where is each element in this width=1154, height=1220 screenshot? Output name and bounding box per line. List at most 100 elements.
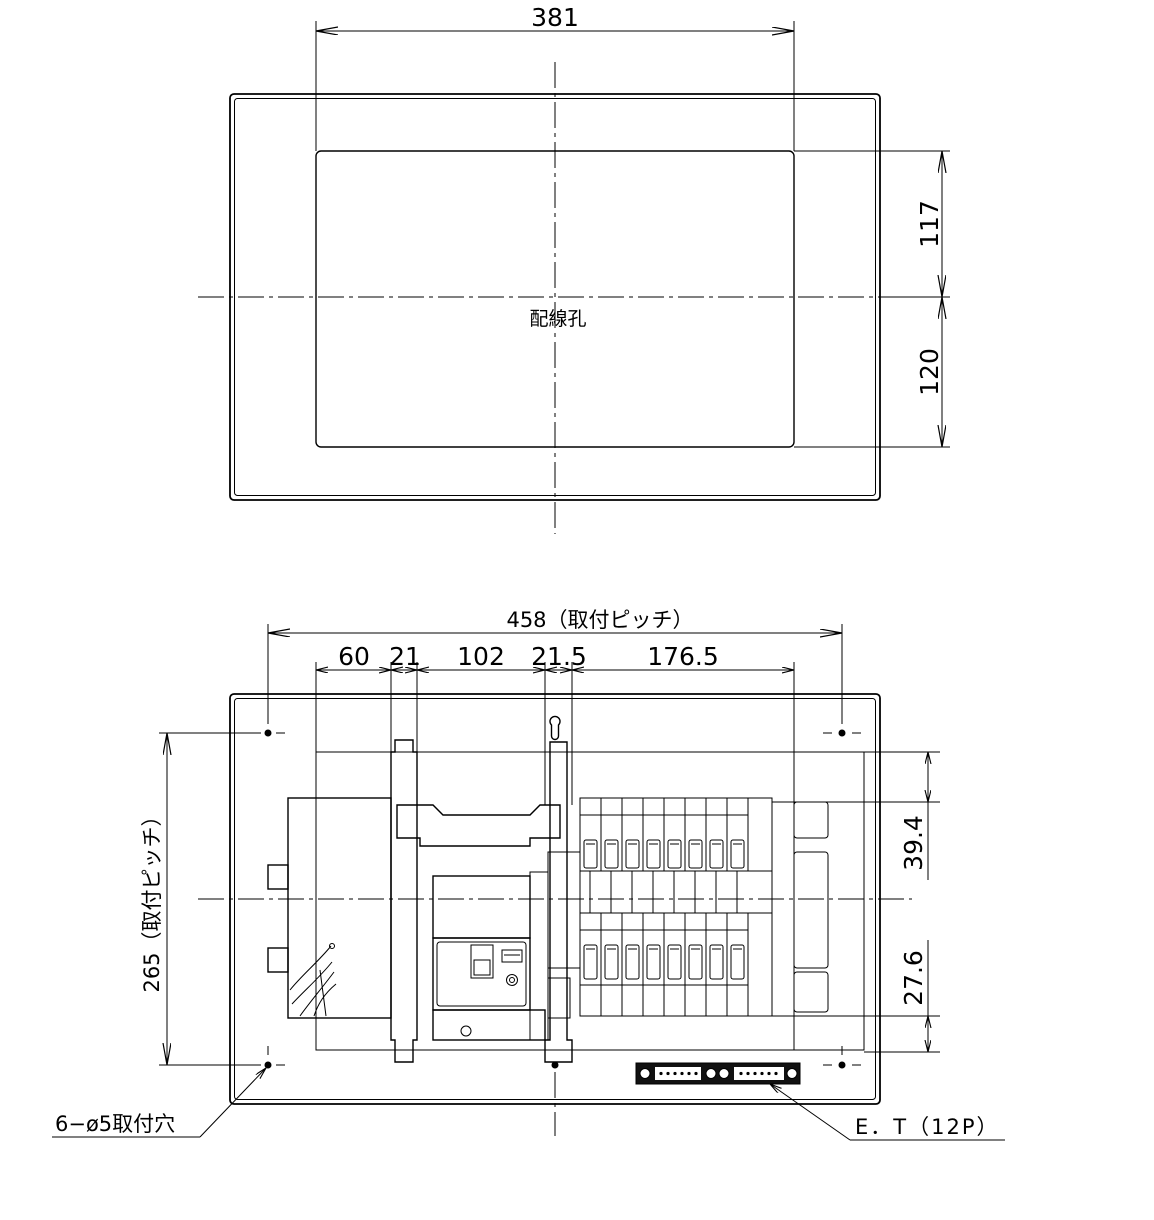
branch-breaker xyxy=(684,912,707,1017)
mounting-hole xyxy=(264,1061,272,1069)
terminal-pin xyxy=(760,1071,764,1076)
terminal-pin xyxy=(739,1071,743,1076)
branch-breaker xyxy=(642,797,665,872)
connector-block-upper xyxy=(547,851,581,969)
leakage-breaker xyxy=(396,804,581,1041)
lower-height-label: 120 xyxy=(915,348,944,396)
lever-slot xyxy=(501,949,523,963)
center-din-rail xyxy=(544,715,573,1063)
bottom-enclosure-inner xyxy=(234,698,876,1100)
mount-pitch-height-dimension: 265（取付ピッチ） xyxy=(140,732,261,1066)
terminal-screw xyxy=(718,1068,730,1079)
main-breaker-tab-upper xyxy=(267,864,289,890)
top-view: 381 117 120 配線孔 xyxy=(198,3,950,534)
terminal-screw xyxy=(639,1068,651,1079)
terminal-pin xyxy=(673,1071,677,1076)
neutral-block-lower xyxy=(747,912,773,1017)
test-module-inner xyxy=(436,941,527,1007)
terminal-callout: E．T（12P） xyxy=(770,1084,1005,1141)
branch-breaker xyxy=(642,912,665,1017)
callout-leader xyxy=(770,1084,851,1141)
upper-height-label: 117 xyxy=(915,200,944,248)
terminal-pin xyxy=(659,1071,663,1076)
branch-breaker xyxy=(621,797,644,872)
branch-breaker xyxy=(579,797,602,872)
branch-breaker xyxy=(726,912,749,1017)
test-module xyxy=(432,937,531,1011)
terminal-label: E．T（12P） xyxy=(855,1115,999,1139)
wiring-hole-label: 配線孔 xyxy=(529,308,586,330)
test-button-inner xyxy=(509,977,515,983)
right-bracket-bottom xyxy=(793,971,829,1013)
test-button-outer xyxy=(506,974,518,986)
terminal-pin xyxy=(753,1071,757,1076)
right-bracket-top xyxy=(793,801,829,839)
bottom-offset-dimension: 27.6 xyxy=(772,940,940,1053)
top-offset-label: 39.4 xyxy=(899,815,928,871)
mounting-hole xyxy=(838,729,846,737)
connector-block-lower xyxy=(547,977,571,1019)
neutral-block-upper xyxy=(747,797,773,872)
branch-breaker xyxy=(579,912,602,1017)
mount-pitch-width-label: 458（取付ピッチ） xyxy=(506,608,693,632)
top-offset-dimension: 39.4 xyxy=(572,751,940,880)
mounting-hole xyxy=(551,1061,559,1069)
cable-bundle xyxy=(289,945,337,1017)
earth-terminal-block xyxy=(635,1062,801,1085)
branch-breaker xyxy=(726,797,749,872)
terminal-screw xyxy=(786,1068,798,1079)
breaker-base-bracket xyxy=(432,1009,546,1041)
breaker-top-bar xyxy=(396,804,561,847)
main-breaker xyxy=(267,797,392,1019)
terminal-pin xyxy=(774,1071,778,1076)
mounting-hole xyxy=(264,729,272,737)
callout-leader xyxy=(199,1068,266,1138)
segment-label: 21.5 xyxy=(531,642,587,671)
segment-label: 102 xyxy=(457,642,505,671)
main-breaker-body xyxy=(287,797,392,1019)
indicator-button xyxy=(473,959,491,976)
branch-breaker xyxy=(684,797,707,872)
branch-breaker xyxy=(621,912,644,1017)
indicator-window xyxy=(470,944,494,979)
busbar-links xyxy=(589,871,738,913)
terminal-pin xyxy=(666,1071,670,1076)
mount-pitch-width-dimension: 458（取付ピッチ） xyxy=(267,608,843,724)
breaker-upper-block xyxy=(432,875,531,939)
bottom-offset-label: 27.6 xyxy=(899,950,928,1006)
bottom-view: 458（取付ピッチ） 60 21 102 21.5 176.5 26 xyxy=(52,608,1005,1141)
branch-breaker-row-lower xyxy=(579,912,773,1017)
mounting-holes xyxy=(264,714,861,1069)
branch-breaker xyxy=(705,912,728,1017)
cable-clamp xyxy=(329,943,335,949)
branch-breaker xyxy=(663,797,686,872)
mount-pitch-height-label: 265（取付ピッチ） xyxy=(140,805,164,992)
height-dimensions: 117 120 xyxy=(794,150,950,448)
width-dim-label: 381 xyxy=(531,3,579,32)
mounting-hole xyxy=(838,1061,846,1069)
busbar-area xyxy=(579,870,773,914)
terminal-pin xyxy=(680,1071,684,1076)
terminal-pin xyxy=(687,1071,691,1076)
main-breaker-tab-lower xyxy=(267,947,289,973)
branch-breaker xyxy=(600,912,623,1017)
mounting-hole-callout: 6−ø5取付穴 xyxy=(52,1068,266,1138)
keyhole xyxy=(549,715,561,741)
segment-label: 60 xyxy=(338,642,370,671)
terminal-pin xyxy=(767,1071,771,1076)
terminal-pin xyxy=(694,1071,698,1076)
segment-dimensions: 60 21 102 21.5 176.5 xyxy=(315,642,795,805)
branch-breaker xyxy=(705,797,728,872)
terminal-strip-left xyxy=(655,1067,701,1080)
terminal-pin xyxy=(746,1071,750,1076)
branch-breaker xyxy=(663,912,686,1017)
terminal-pins xyxy=(659,1071,778,1076)
center-rail-outline xyxy=(544,741,573,1063)
segment-label: 176.5 xyxy=(647,642,719,671)
branch-breaker-row-upper xyxy=(579,797,773,872)
terminal-screw xyxy=(705,1068,717,1079)
width-dimension: 381 xyxy=(315,3,795,151)
branch-breaker xyxy=(600,797,623,872)
segment-label: 21 xyxy=(389,642,421,671)
